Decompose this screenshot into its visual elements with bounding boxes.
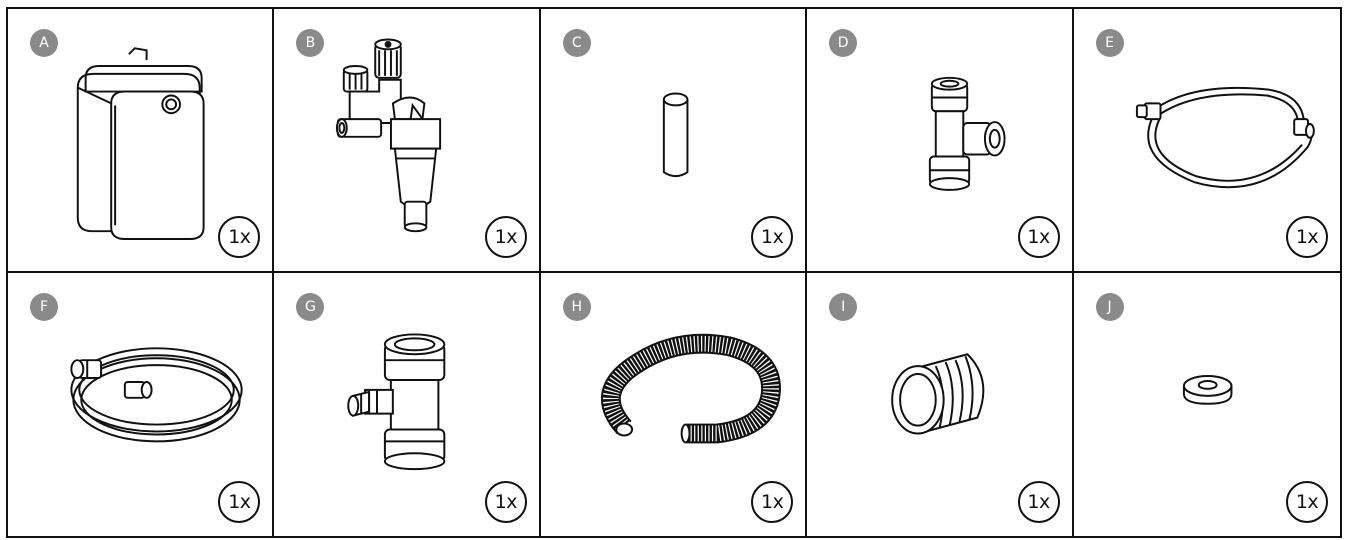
part-cell-f: F 1x [8, 272, 275, 536]
part-cell-i: I 1x [807, 272, 1074, 536]
compression-tee-icon [929, 76, 1006, 191]
washer-icon [1182, 374, 1233, 405]
corrugated-drain-hose-icon [600, 333, 781, 443]
quantity-badge: 1x [751, 481, 794, 523]
part-cell-b: B 1x [274, 9, 541, 273]
drain-tee-icon [347, 332, 446, 470]
part-letter-badge: F [30, 292, 58, 321]
part-letter-badge: D [829, 29, 858, 57]
quantity-badge: 1x [751, 215, 794, 258]
safety-valve-group-icon [336, 38, 442, 233]
part-cell-e: E 1x [1073, 9, 1340, 273]
quantity-badge: 1x [218, 215, 261, 258]
part-cell-c: C 1x [540, 9, 808, 273]
parts-grid: A 1x B [6, 7, 1342, 538]
threaded-adapter-icon [891, 352, 985, 434]
braided-hose-icon [1135, 86, 1315, 189]
part-letter-badge: H [562, 292, 591, 321]
quantity-badge: 1x [1285, 215, 1328, 258]
part-letter-badge: A [30, 29, 58, 57]
quantity-badge: 1x [218, 481, 261, 523]
quantity-badge: 1x [1017, 215, 1060, 258]
flexible-hose-icon [70, 346, 243, 442]
quantity-badge: 1x [1285, 481, 1328, 523]
part-letter-badge: I [829, 292, 858, 321]
water-heater-icon [76, 47, 205, 241]
pipe-sleeve-icon [662, 92, 689, 178]
part-letter-badge: J [1095, 292, 1124, 321]
quantity-badge: 1x [1017, 481, 1060, 523]
part-cell-a: A 1x [8, 9, 275, 273]
part-letter-badge: G [296, 292, 325, 321]
part-letter-badge: B [296, 29, 325, 57]
part-cell-h: H 1x [541, 272, 808, 536]
part-cell-j: J 1x [1074, 273, 1340, 537]
quantity-badge: 1x [484, 481, 527, 523]
part-letter-badge: E [1095, 29, 1124, 57]
quantity-badge: 1x [484, 215, 527, 258]
part-cell-g: G 1x [274, 272, 541, 536]
part-cell-d: D 1x [807, 9, 1074, 273]
part-letter-badge: C [562, 29, 591, 57]
